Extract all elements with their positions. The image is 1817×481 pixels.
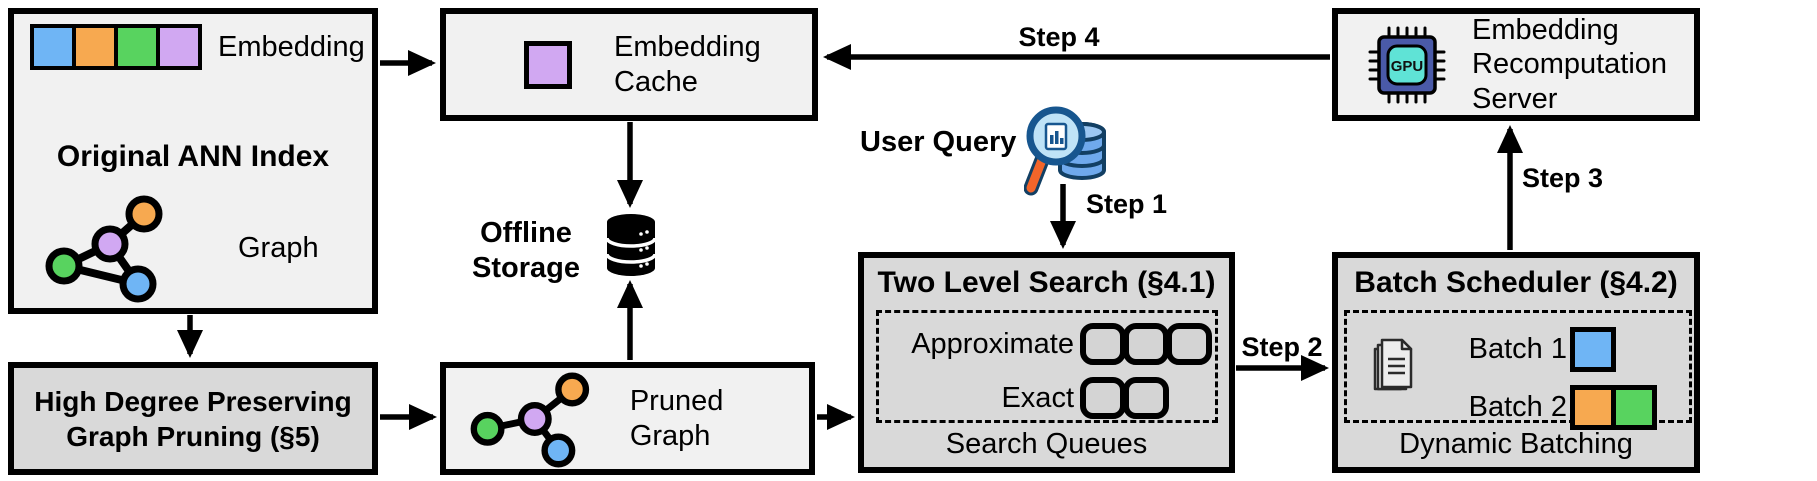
embedding-cache-inner: Embedding Cache (446, 14, 812, 115)
step4-label: Step 4 (1018, 22, 1100, 52)
offline-storage-label: Offline Storage (472, 217, 580, 284)
queue-slot-icon (1123, 323, 1169, 365)
embedding-cell-purple (156, 24, 202, 70)
approximate-queue-row: Approximate (879, 318, 1215, 370)
queue-slot-icon (1080, 323, 1126, 365)
recomputation-server-inner: GPU Embedding Recomputation Server (1338, 14, 1694, 115)
batch1-slot-blue-icon (1570, 327, 1616, 372)
batch2-row: Batch 2 (1347, 380, 1689, 435)
batch1-row: Batch 1 (1347, 322, 1689, 377)
graph-pruning-box: High Degree Preserving Graph Pruning (§5… (8, 362, 378, 475)
search-queues-footer: Search Queues (945, 427, 1148, 460)
pruned-graph-inner: Pruned Graph (446, 368, 809, 469)
batch2-label: Batch 2 (1468, 391, 1567, 423)
pruned-graph-box: Pruned Graph (440, 362, 815, 475)
queue-slot-icon (1080, 377, 1126, 419)
graph-icon (45, 195, 163, 303)
batch1-label: Batch 1 (1468, 333, 1567, 365)
queue-slot-icon (1123, 377, 1169, 419)
recomputation-server-title: Embedding Recomputation Server (1472, 14, 1668, 115)
original-ann-index-box: Embedding Original ANN Index Graph (8, 8, 378, 314)
embedding-cell-green (114, 24, 160, 70)
recomputation-server-box: GPU Embedding Recomputation Server (1332, 8, 1700, 121)
pruned-graph-icon (470, 372, 590, 467)
embedding-label: Embedding (218, 30, 365, 63)
exact-queue-slots-icon (1080, 377, 1169, 419)
documents-icon (1373, 338, 1413, 391)
embedding-cache-title: Embedding Cache (614, 31, 761, 98)
two-level-search-title: Two Level Search (§4.1) (877, 266, 1216, 299)
dynamic-batching-panel: Batch 1 Batch 2 (1344, 310, 1692, 430)
step3-label: Step 3 (1522, 163, 1604, 193)
step2-label: Step 2 (1241, 332, 1323, 362)
user-query-icon (1024, 106, 1106, 196)
graph-pruning-title: High Degree Preserving Graph Pruning (§5… (34, 385, 352, 452)
approximate-queue-slots-icon (1080, 323, 1212, 365)
search-queues-panel: Approximate Exact (876, 310, 1218, 423)
exact-queue-row: Exact (879, 372, 1215, 424)
graph-row: Graph (44, 192, 319, 304)
dynamic-batching-footer: Dynamic Batching (1399, 427, 1633, 460)
batch2-slot-orange-icon (1570, 385, 1616, 430)
batch-scheduler-title: Batch Scheduler (§4.2) (1354, 266, 1678, 299)
queue-slot-icon (1166, 323, 1212, 365)
embedding-cell-blue (30, 24, 76, 70)
gpu-chip-label: GPU (1391, 58, 1424, 75)
exact-label: Exact (1001, 381, 1074, 414)
embedding-vector-icon (30, 24, 202, 70)
cached-embedding-icon (524, 40, 572, 89)
embedding-cache-box: Embedding Cache (440, 8, 818, 121)
batch-rows: Batch 1 Batch 2 (1347, 319, 1689, 435)
batch-scheduler-box: Batch Scheduler (§4.2) Batch 1 (1332, 252, 1700, 473)
graph-label: Graph (238, 231, 319, 264)
approximate-label: Approximate (911, 327, 1074, 360)
embedding-cell-orange (72, 24, 118, 70)
offline-storage-database-icon (605, 214, 657, 276)
two-level-search-box: Two Level Search (§4.1) Approximate Exac… (858, 252, 1235, 473)
embedding-row: Embedding (30, 24, 365, 70)
batch2-slot-green-icon (1611, 385, 1657, 430)
original-ann-index-title: Original ANN Index (56, 140, 330, 173)
step1-label: Step 1 (1086, 189, 1168, 219)
user-query-label: User Query (860, 126, 1017, 158)
pruned-graph-label: Pruned Graph (629, 385, 724, 452)
gpu-chip-icon: GPU (1368, 26, 1446, 103)
